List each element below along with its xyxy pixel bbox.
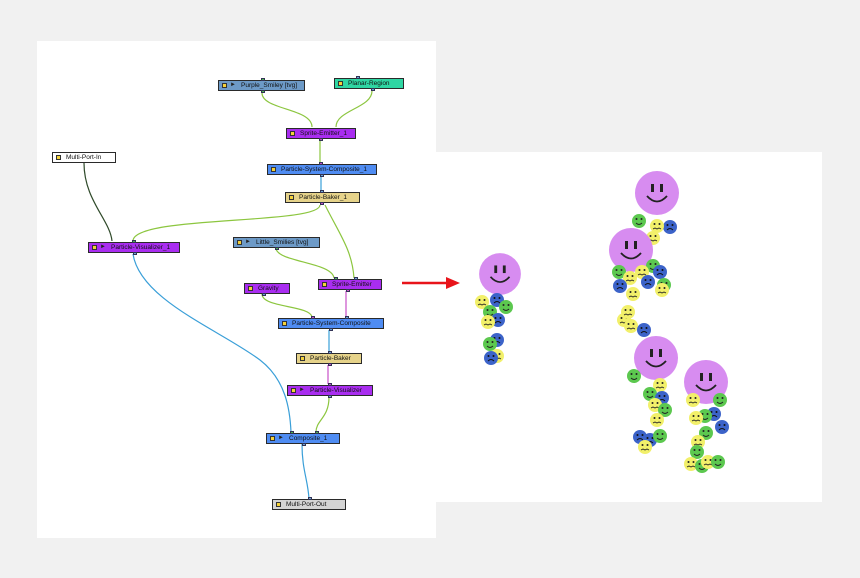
output-port[interactable] — [320, 202, 324, 205]
output-port[interactable] — [328, 395, 332, 398]
input-port[interactable] — [290, 431, 294, 434]
input-port[interactable] — [315, 431, 319, 434]
node-composite-1[interactable]: ► Composite_1 — [266, 431, 340, 446]
node-label: Particle-System-Composite — [292, 320, 371, 327]
output-port[interactable] — [329, 328, 333, 331]
node-label: Particle-Baker — [310, 355, 351, 362]
cable — [261, 92, 313, 128]
cable — [335, 90, 373, 128]
output-port[interactable] — [320, 174, 324, 177]
input-port[interactable] — [354, 277, 358, 280]
yellow-square-icon — [291, 388, 296, 393]
output-port[interactable] — [275, 247, 279, 250]
yellow-square-icon — [92, 245, 97, 250]
cable — [324, 204, 355, 279]
cable — [261, 293, 313, 318]
input-port[interactable] — [328, 383, 332, 386]
node-label: Sprite-Emitter — [332, 281, 372, 288]
node-label: Particle-Visualizer_1 — [111, 244, 171, 251]
yellow-square-icon — [222, 83, 227, 88]
input-port[interactable] — [334, 277, 338, 280]
input-port[interactable] — [308, 497, 312, 500]
node-label: Particle-Baker_1 — [299, 194, 348, 201]
node-sprite-emitter-1[interactable]: Sprite-Emitter_1 — [286, 128, 356, 141]
input-port[interactable] — [328, 351, 332, 354]
yellow-square-icon — [322, 282, 327, 287]
cable — [275, 247, 335, 279]
input-port[interactable] — [345, 316, 349, 319]
output-port[interactable] — [319, 138, 323, 141]
yellow-square-icon — [248, 286, 253, 291]
node-particle-baker-1[interactable]: Particle-Baker_1 — [285, 190, 360, 205]
node-label: Multi-Port-In — [66, 154, 102, 161]
play-triangle-icon: ► — [299, 387, 305, 393]
output-port[interactable] — [346, 289, 350, 292]
input-port[interactable] — [319, 162, 323, 165]
node-particle-visualizer[interactable]: ► Particle-Visualizer — [287, 383, 373, 398]
play-triangle-icon: ► — [245, 239, 251, 245]
yellow-square-icon — [56, 155, 61, 160]
cable — [132, 204, 321, 242]
output-port[interactable] — [371, 88, 375, 91]
yellow-square-icon — [282, 321, 287, 326]
cable — [132, 253, 292, 433]
right-arrow-icon — [402, 277, 460, 289]
output-port[interactable] — [328, 363, 332, 366]
cable — [83, 162, 113, 242]
input-port[interactable] — [311, 316, 315, 319]
yellow-square-icon — [338, 81, 343, 86]
node-label: Sprite-Emitter_1 — [300, 130, 347, 137]
node-particle-system-composite-1[interactable]: Particle-System-Composite_1 — [267, 162, 377, 177]
play-triangle-icon: ► — [278, 435, 284, 441]
node-little-smilies[interactable]: ► Little_Smilies [tvg] — [233, 237, 320, 250]
node-label: Particle-System-Composite_1 — [281, 166, 367, 173]
node-label: Little_Smilies [tvg] — [256, 239, 309, 246]
node-particle-system-composite[interactable]: Particle-System-Composite — [278, 316, 384, 331]
output-port[interactable] — [133, 252, 137, 255]
output-port[interactable] — [302, 443, 306, 446]
node-label: Purple_Smiley [tvg] — [241, 82, 297, 89]
node-label: Particle-Visualizer — [310, 387, 362, 394]
output-port[interactable] — [261, 90, 265, 93]
yellow-square-icon — [300, 356, 305, 361]
yellow-square-icon — [290, 131, 295, 136]
input-port[interactable] — [356, 76, 360, 79]
input-port[interactable] — [132, 240, 136, 243]
node-particle-baker[interactable]: Particle-Baker — [296, 351, 362, 366]
node-label: Multi-Port-Out — [286, 501, 327, 508]
yellow-square-icon — [289, 195, 294, 200]
node-gravity[interactable]: Gravity — [244, 283, 290, 296]
node-planar-region[interactable]: Planar-Region — [334, 76, 404, 91]
node-label: Gravity — [258, 285, 279, 292]
node-multi-port-in[interactable]: Multi-Port-In — [52, 152, 116, 163]
node-label: Planar-Region — [348, 80, 390, 87]
node-particle-visualizer-1[interactable]: ► Particle-Visualizer_1 — [88, 240, 180, 255]
yellow-square-icon — [271, 167, 276, 172]
node-label: Composite_1 — [289, 435, 328, 442]
node-multi-port-out[interactable]: Multi-Port-Out — [272, 497, 346, 510]
input-port[interactable] — [320, 190, 324, 193]
play-triangle-icon: ► — [230, 82, 236, 88]
cable — [315, 396, 330, 433]
node-sprite-emitter[interactable]: Sprite-Emitter — [318, 277, 382, 292]
cable — [301, 443, 310, 500]
yellow-square-icon — [270, 436, 275, 441]
output-port[interactable] — [262, 293, 266, 296]
input-port[interactable] — [261, 78, 265, 81]
yellow-square-icon — [276, 502, 281, 507]
node-purple-smiley[interactable]: ► Purple_Smiley [tvg] — [218, 78, 305, 93]
play-triangle-icon: ► — [100, 244, 106, 250]
yellow-square-icon — [237, 240, 242, 245]
